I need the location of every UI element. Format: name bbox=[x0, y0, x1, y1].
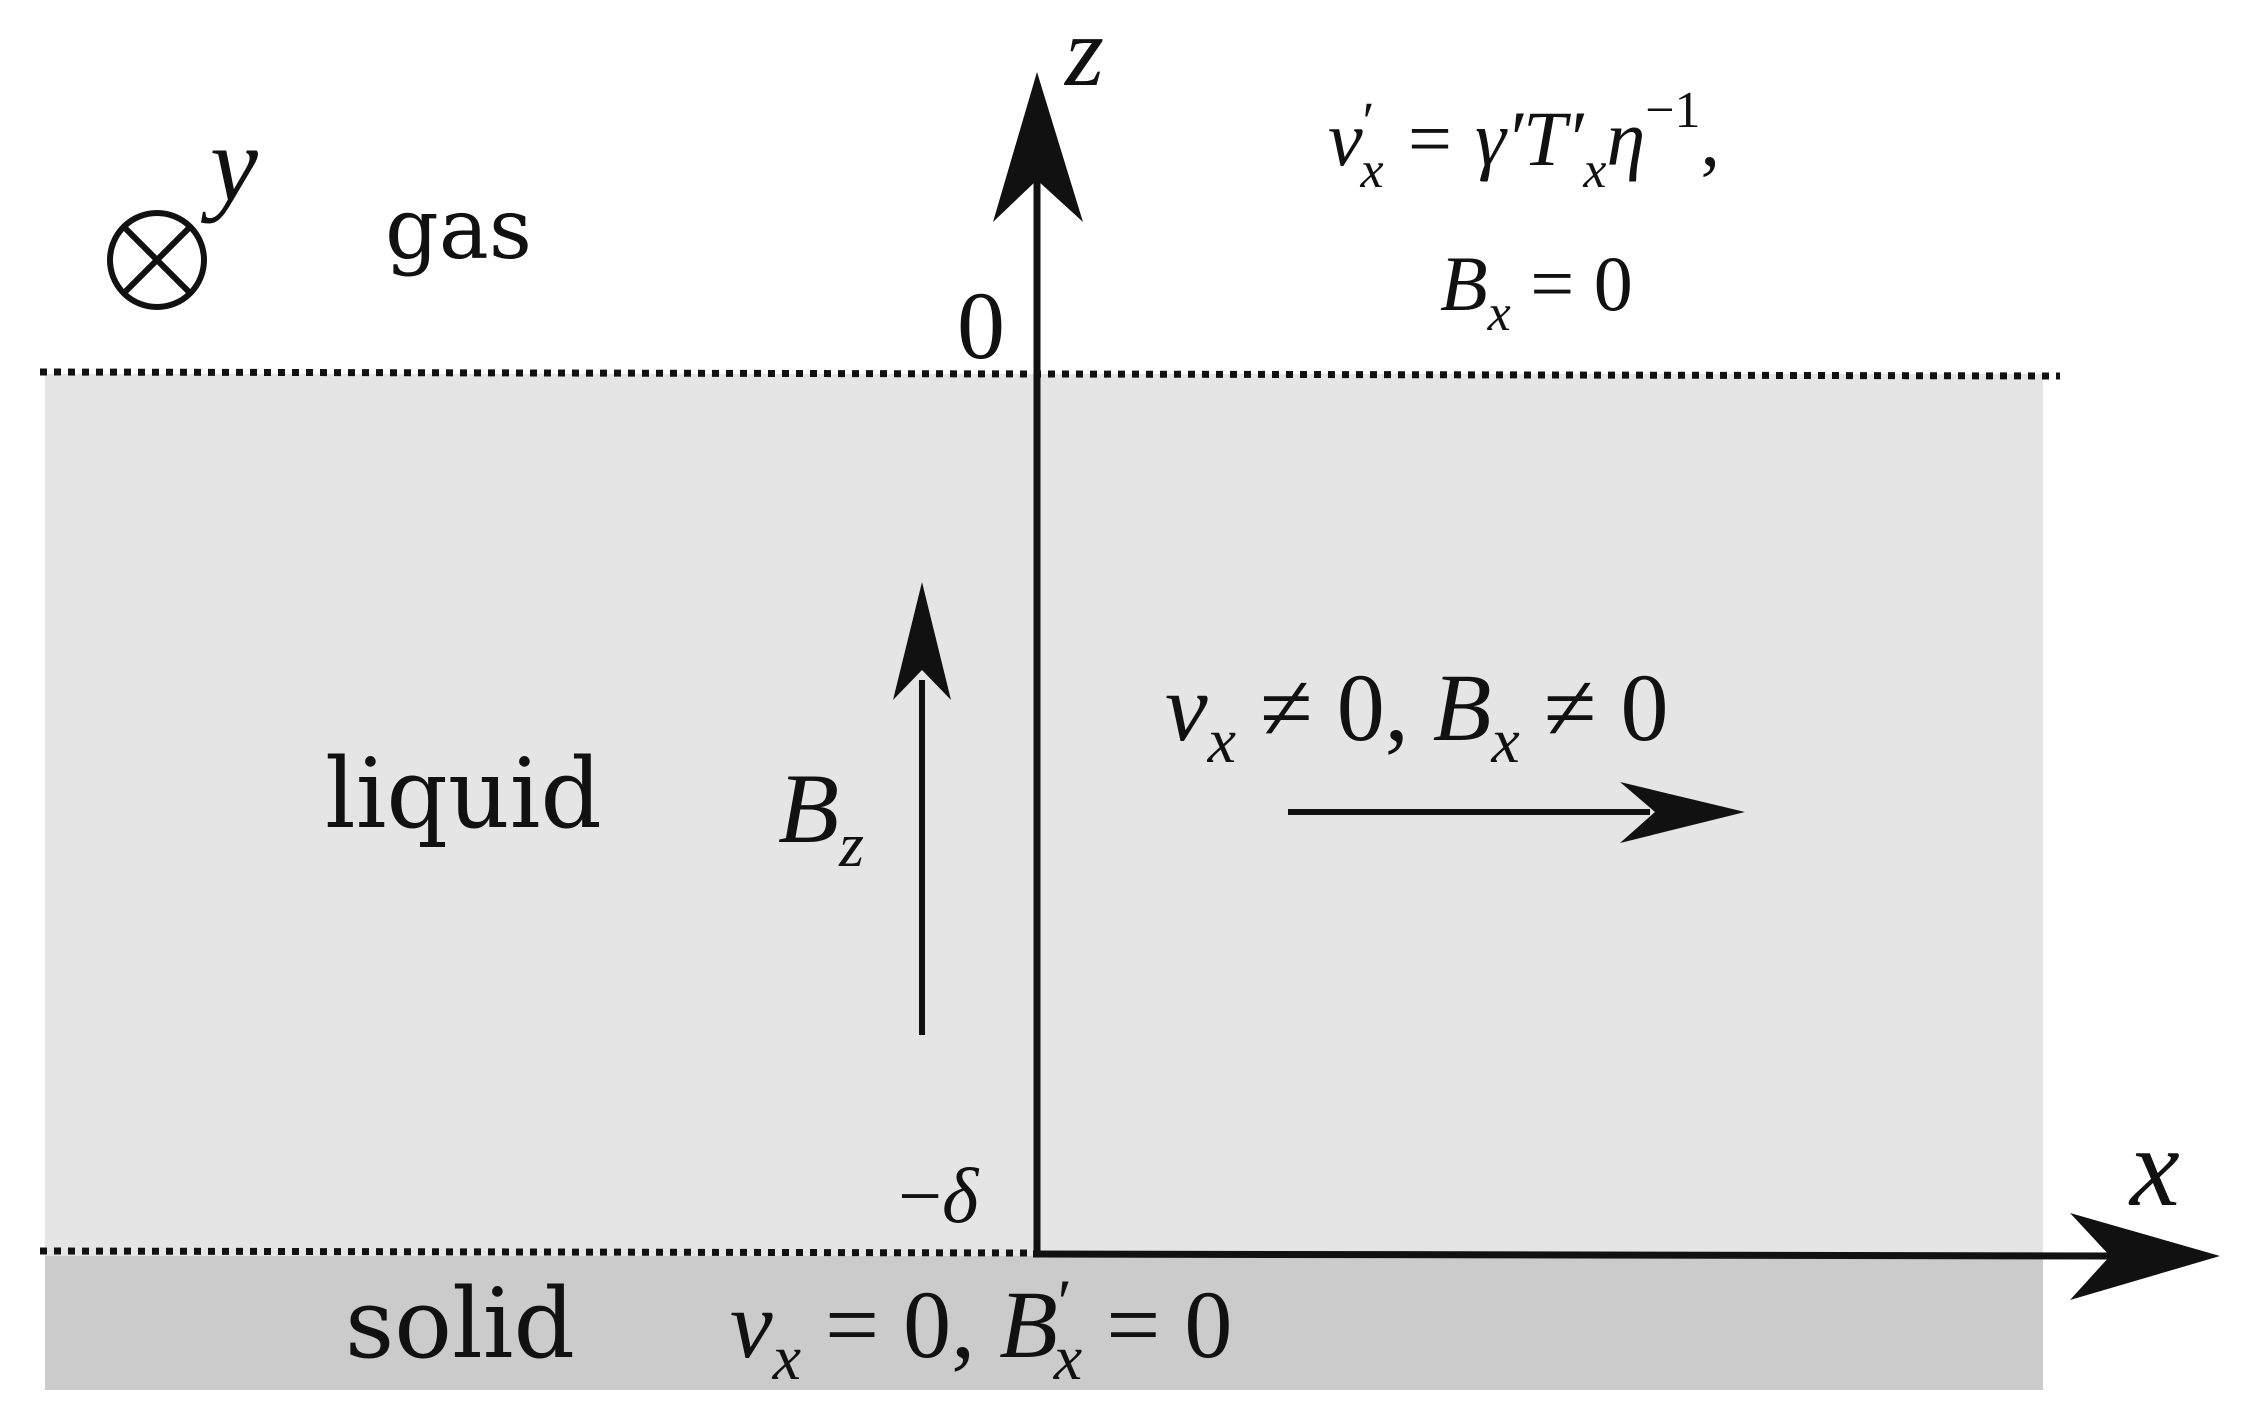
liquid-label: liquid bbox=[325, 738, 602, 850]
x-axis-label: x bbox=[2128, 1106, 2180, 1230]
minus-delta-label: −δ bbox=[898, 1152, 980, 1239]
solid-region bbox=[45, 1256, 2043, 1390]
z-axis-arrowhead bbox=[993, 72, 1083, 222]
liquid-solid-interface bbox=[39, 1247, 1036, 1257]
y-axis-label: y bbox=[200, 105, 258, 224]
x-axis-arrowhead bbox=[2070, 1213, 2220, 1300]
x-axis bbox=[1032, 1250, 2111, 1260]
gas-label: gas bbox=[385, 180, 532, 278]
zero-label: 0 bbox=[957, 272, 1005, 379]
into-page-icon bbox=[107, 210, 207, 310]
solid-label: solid bbox=[345, 1268, 575, 1380]
z-axis-label: z bbox=[1063, 0, 1104, 107]
bottom-bc-equation: vx = 0, B′x = 0 bbox=[730, 1266, 1232, 1393]
liquid-nonzero-equation: vx ≠ 0, Bx ≠ 0 bbox=[1165, 654, 1668, 776]
top-bc-field: Bx = 0 bbox=[1440, 240, 1633, 342]
top-bc-velocity: v′x = γ′T′xη−1, bbox=[1328, 82, 1720, 199]
vx-arrow-head bbox=[1620, 782, 1745, 843]
bz-arrow-head bbox=[893, 582, 951, 700]
gas-liquid-interface bbox=[39, 368, 2061, 380]
bz-label: Bz bbox=[778, 753, 864, 880]
